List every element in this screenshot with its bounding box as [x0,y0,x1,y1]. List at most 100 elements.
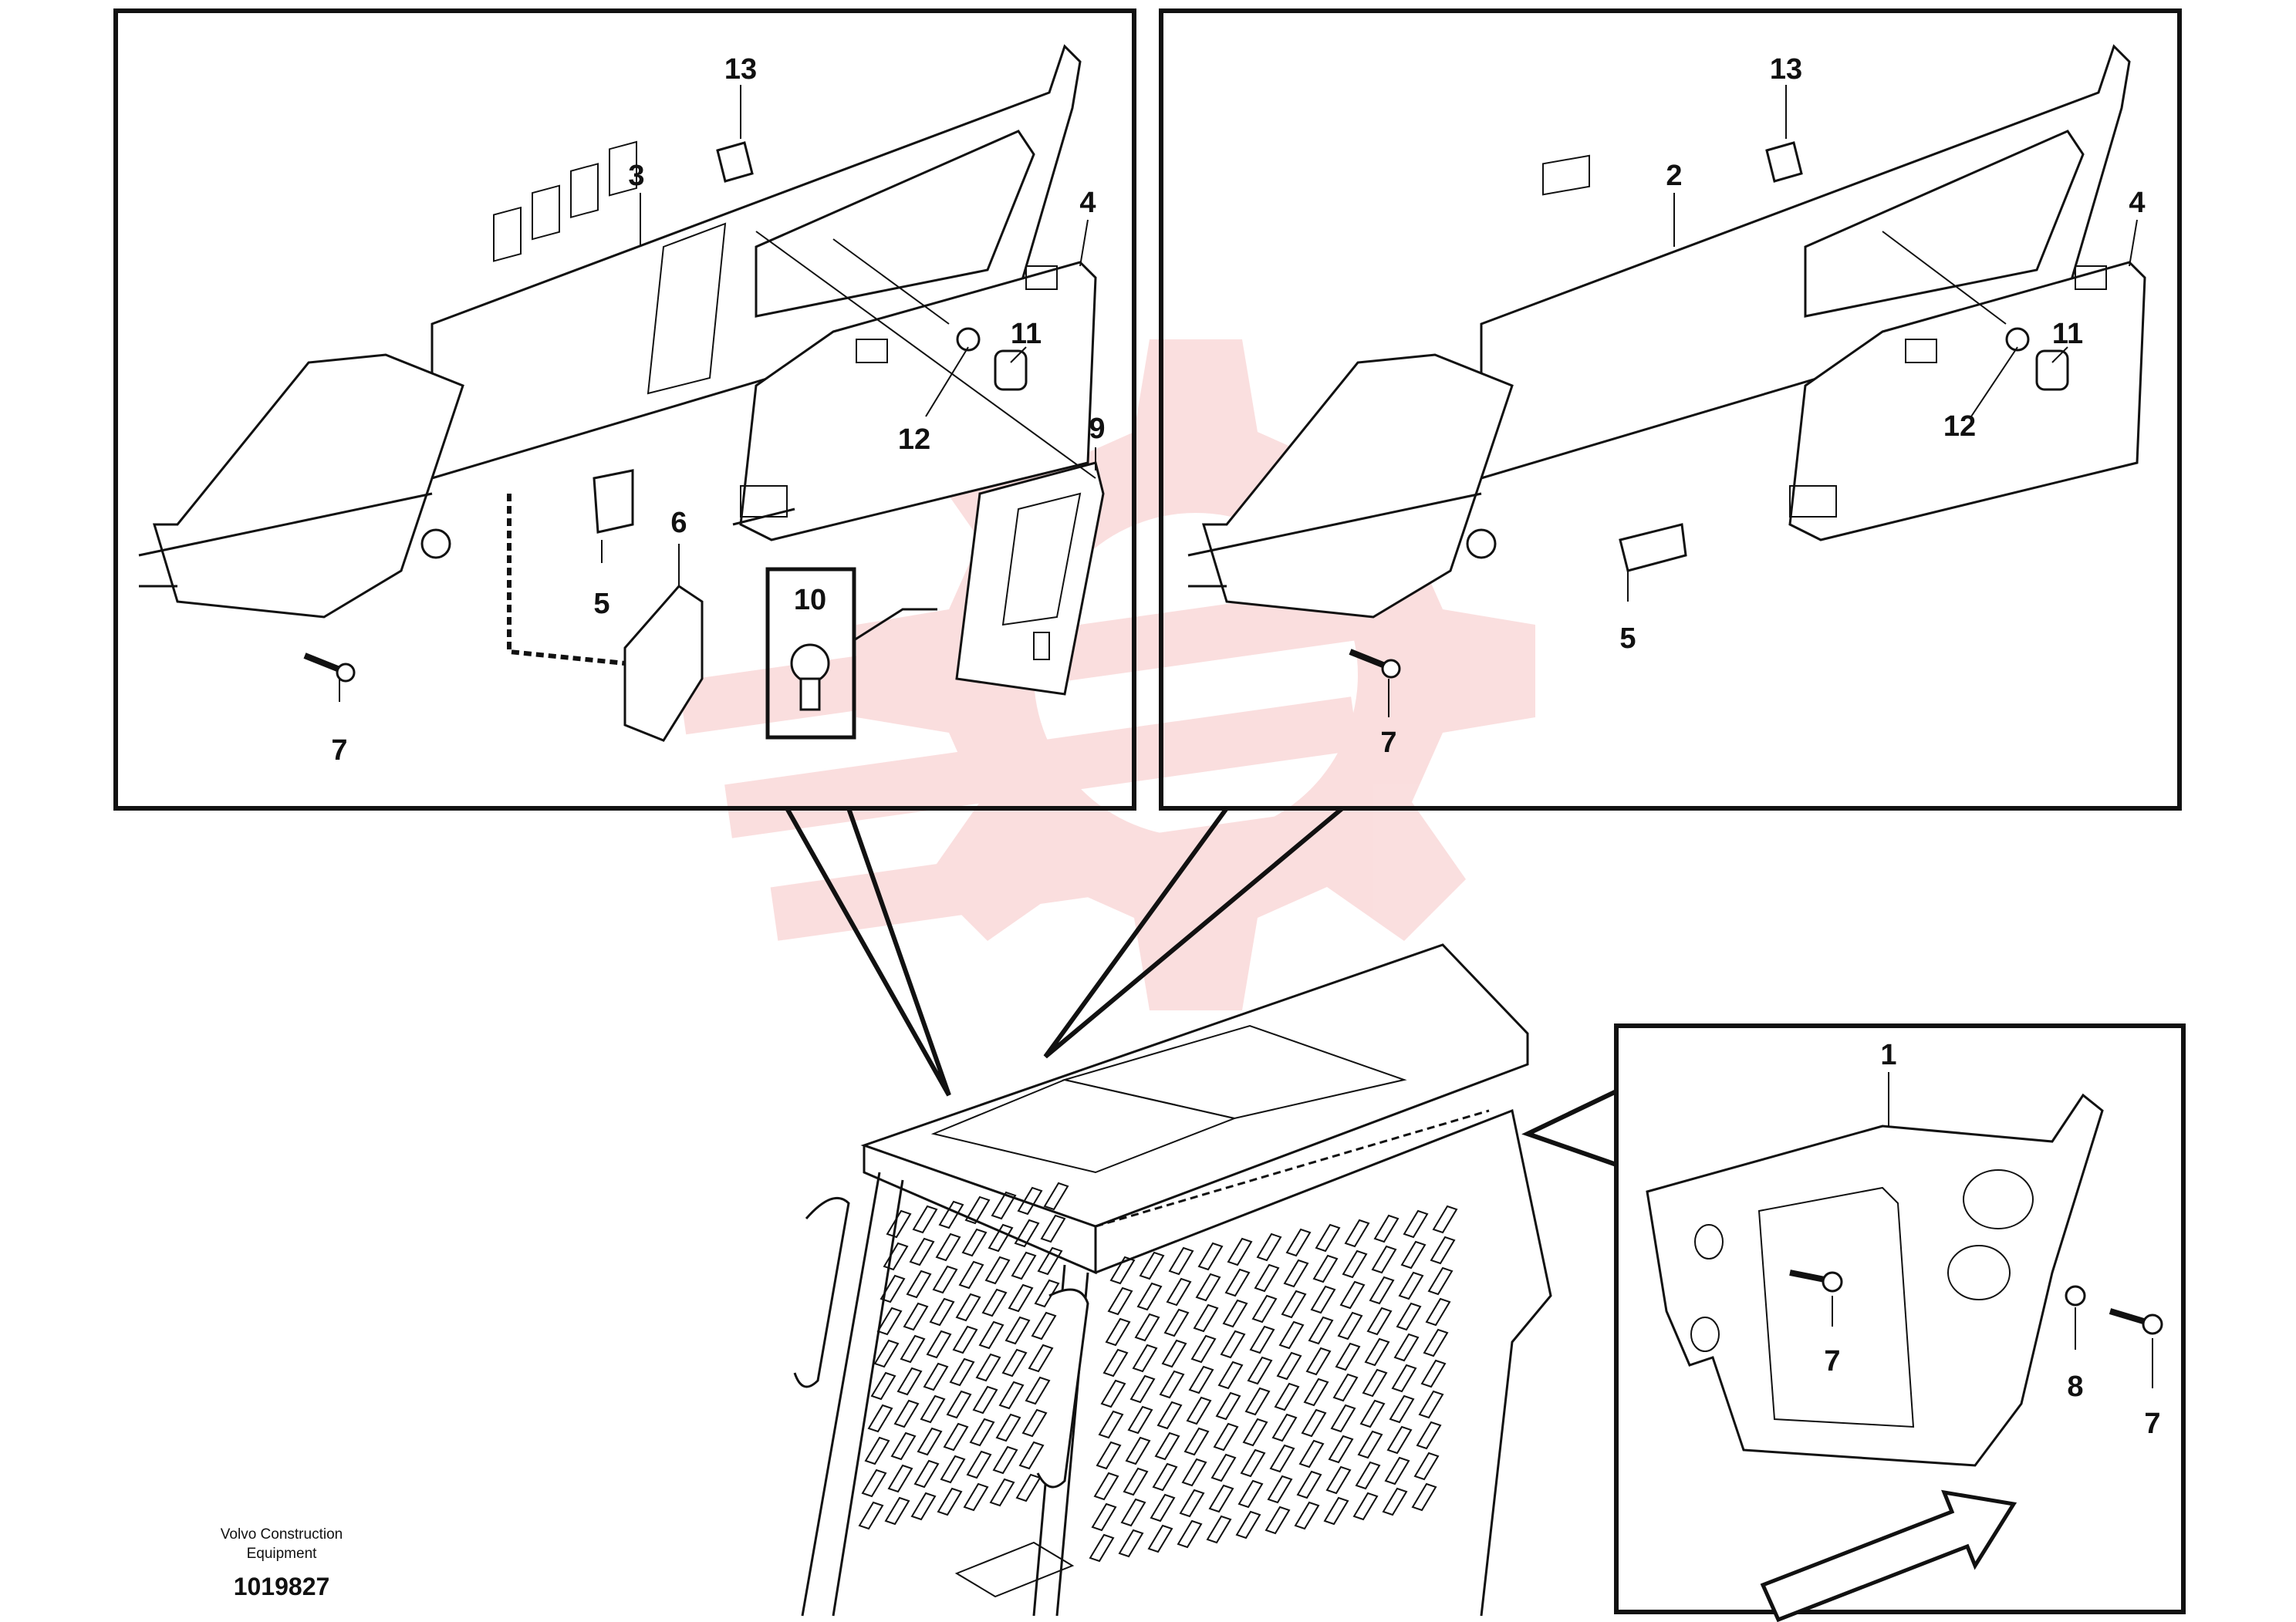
grille-slot [992,1445,1018,1475]
grille-slot [1147,1524,1173,1553]
grille-slot [1373,1214,1400,1243]
grille-slot [1197,1242,1224,1271]
callout-inset-7-a: 7 [1824,1345,1840,1378]
grille-slot [1217,1361,1244,1390]
grille-slot [1014,1219,1040,1248]
grille-slot [1427,1266,1454,1296]
grille-slot [995,1413,1021,1442]
grille-slot [1028,1344,1054,1373]
frame-connector-lines [785,806,1618,1167]
grille-slot [1017,1186,1043,1216]
grille-slot [1109,1256,1136,1285]
grille-slot [1418,1390,1444,1419]
callout-right-13: 13 [1770,53,1802,86]
caption-line-1: Volvo Construction [221,1526,343,1543]
grille-slot [884,1496,910,1526]
grille-slot [1269,1444,1295,1473]
grille-slot [1247,1356,1273,1385]
grille-slot [1025,1376,1051,1405]
callout-left-9: 9 [1089,413,1105,445]
grille-slot [1400,1240,1427,1270]
grille-slot [1177,1519,1203,1549]
grille-slot [1011,1251,1037,1280]
grille-slot [1393,1333,1420,1362]
grille-slot [943,1422,969,1452]
callout-right-7: 7 [1380,727,1396,759]
grille-slot [1264,1506,1291,1535]
grille-slot [1386,1425,1413,1455]
grille-slot [1215,1391,1241,1421]
grille-slot [1163,1308,1190,1337]
grille-slot [949,1357,975,1387]
grille-slot [1398,1271,1424,1300]
left-knob-11 [994,349,1028,391]
callout-left-10: 10 [794,584,826,616]
caption-line-2: Equipment [247,1546,318,1562]
document-number: 1019827 [234,1573,330,1600]
right-leader-lines [1388,85,2138,717]
grille-slot [988,1223,1014,1253]
grille-slot [1125,1436,1151,1465]
grille-slot [1190,1334,1217,1364]
callout-inset-7-b: 7 [2144,1408,2160,1440]
grille-slot [1339,1280,1366,1310]
grille-slot [1362,1368,1388,1398]
grille-slot [1276,1351,1302,1381]
grille-slot [1315,1223,1341,1253]
grille-slot [1342,1249,1368,1279]
grille-slot [1411,1482,1437,1512]
bulb-inset-pointer [853,608,937,642]
grille-slot [1283,1259,1309,1288]
grille-slot [1031,1311,1057,1340]
grille-slot [1430,1236,1456,1265]
grille-slot [1129,1374,1156,1404]
grille-slot [1107,1286,1133,1316]
inset-screw-7-a [1789,1270,1843,1293]
grille-slot [1396,1302,1422,1331]
grille-slot [1183,1427,1210,1456]
left-washer-12 [956,327,981,352]
grille-slot [1123,1467,1149,1496]
cab-dashed-guide [1095,1109,1490,1228]
grille-slot [1156,1401,1183,1430]
grille-slot [1384,1456,1410,1485]
callout-inset-1: 1 [1880,1039,1896,1071]
grille-slot [1127,1405,1153,1435]
grille-slot [1267,1475,1293,1504]
grille-slot [1366,1307,1393,1336]
grille-slot [975,1353,1001,1382]
grille-slot [938,1200,964,1229]
grille-slot [858,1501,884,1530]
grille-slot [984,1256,1011,1285]
left-bezel-assembly [138,44,1097,619]
grille-slot [1382,1487,1408,1516]
grille-slot [1278,1320,1305,1350]
grille-slot [1004,1316,1031,1345]
grille-slot [1186,1396,1212,1425]
callout-left-4: 4 [1079,187,1096,219]
grille-slot [1344,1219,1370,1248]
grille-slot [946,1390,972,1419]
grille-slot [1371,1245,1397,1274]
right-knob-11 [2035,349,2069,391]
grille-slot [886,1209,912,1239]
grille-slot [1040,1214,1066,1243]
grille-slot [955,1293,981,1322]
cab-grille-right [1089,1205,1458,1563]
right-clip-13 [1765,141,1803,183]
grille-slot [870,1371,896,1401]
grille-slot [1423,1328,1449,1357]
grille-slot [1034,1279,1060,1308]
grille-slot [1195,1273,1221,1302]
grille-slot [873,1339,900,1368]
grille-slot [1332,1373,1359,1402]
grille-slot [906,1270,932,1299]
grille-slot [969,1418,995,1447]
grille-slot [966,1450,992,1479]
right-screw-7 [1349,649,1401,679]
grille-slot [1091,1502,1117,1532]
grille-slot [1206,1515,1232,1544]
grille-slot [1403,1209,1429,1239]
grille-slot [1274,1382,1300,1411]
